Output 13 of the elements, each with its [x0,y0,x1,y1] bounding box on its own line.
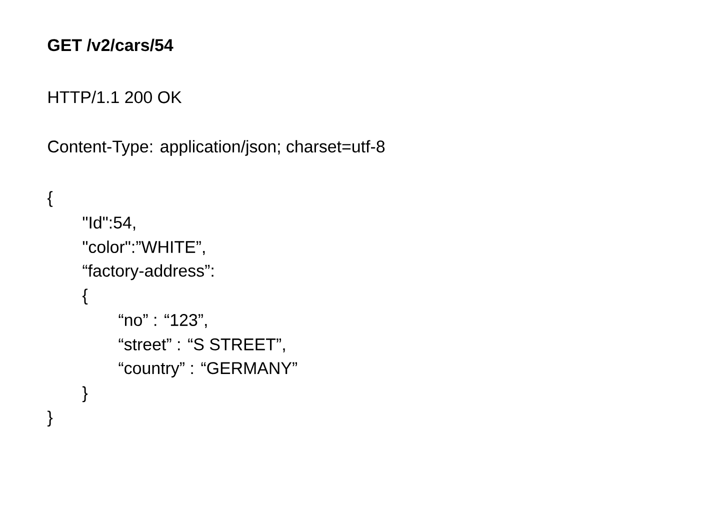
code-line: “street” : “S STREET”, [118,338,285,352]
status-line: HTTP/1.1 200 OK [48,90,182,104]
header-line: Content-Type: application/json; charset=utf-8 [48,140,385,156]
code-line: } [47,410,53,426]
code-line: “country” : “GERMANY” [118,362,297,378]
code-line: “factory-address”: [82,264,214,280]
code-line: "color":”WHITE”, [82,240,205,255]
code-line: "Id":54, [82,216,136,231]
code-line: } [82,386,88,402]
code-line: “no” : “123”, [118,314,207,328]
heading: GET /v2/cars/54 [48,38,174,52]
code-line: { [47,191,53,207]
code-line: { [82,288,88,304]
